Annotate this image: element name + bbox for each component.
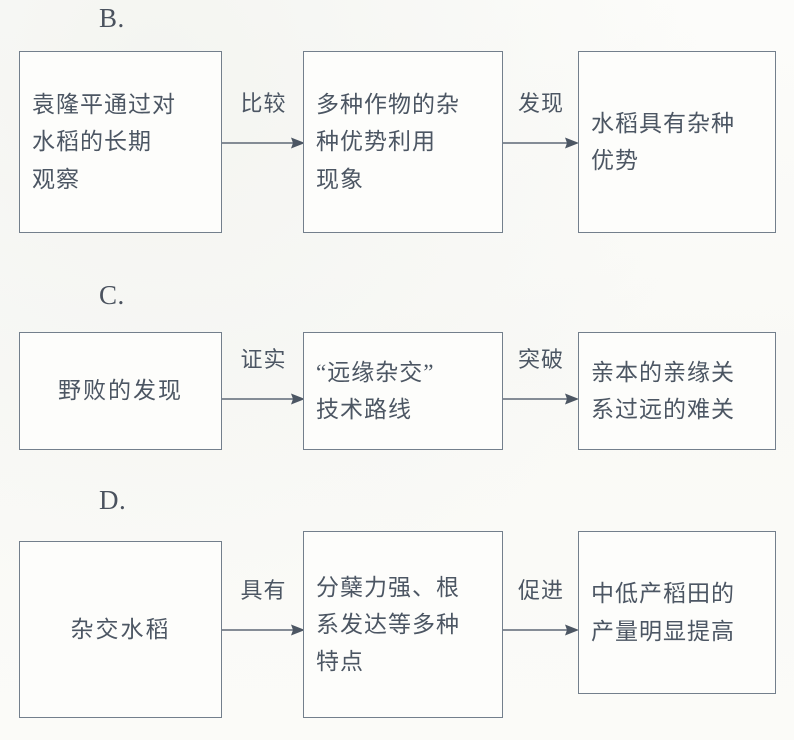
arrow-d2-label: 促进: [517, 578, 565, 603]
box-b3-text: 水稻具有杂种 优势: [591, 110, 735, 173]
box-b1: 袁隆平通过对 水稻的长期 观察: [19, 51, 222, 233]
section-label-c: C.: [99, 280, 125, 310]
box-c1-text: 野败的发现: [58, 378, 183, 404]
arrow-d2-glyph: [503, 624, 579, 636]
box-b3: 水稻具有杂种 优势: [578, 51, 776, 233]
box-b2-text: 多种作物的杂 种优势利用 现象: [316, 92, 460, 192]
box-c2: “远缘杂交” 技术路线: [303, 332, 503, 450]
box-c1: 野败的发现: [19, 332, 222, 450]
box-b2: 多种作物的杂 种优势利用 现象: [303, 51, 503, 233]
arrow-c2-glyph: [503, 393, 579, 405]
box-d3: 中低产稻田的 产量明显提高: [578, 531, 776, 694]
section-b: B. 袁隆平通过对 水稻的长期 观察 比较 多种作物的杂 种优势利用 现象 发现…: [0, 0, 794, 250]
box-d2: 分蘖力强、根 系发达等多种 特点: [303, 531, 503, 718]
arrow-d1: 具有: [222, 573, 305, 637]
arrow-c1-glyph: [222, 393, 305, 405]
arrow-d1-glyph: [222, 624, 305, 636]
arrow-b2: 发现: [503, 86, 579, 150]
arrow-c2: 突破: [503, 342, 579, 406]
box-d1-text: 杂交水稻: [70, 616, 171, 642]
arrow-c1-label: 证实: [240, 347, 287, 372]
box-c3-text: 亲本的亲缘关 系过远的难关: [591, 359, 735, 422]
box-b1-text: 袁隆平通过对 水稻的长期 观察: [32, 92, 176, 192]
section-c: C. 野败的发现 证实 “远缘杂交” 技术路线 突破 亲本的亲缘关 系过远的难关: [0, 250, 794, 480]
arrow-b1: 比较: [222, 86, 305, 150]
arrow-c1: 证实: [222, 342, 305, 406]
box-c3: 亲本的亲缘关 系过远的难关: [578, 332, 776, 450]
arrow-d2: 促进: [503, 573, 579, 637]
section-label-b: B.: [99, 3, 125, 33]
box-d1: 杂交水稻: [19, 541, 222, 718]
section-label-d: D.: [99, 485, 127, 515]
box-c2-text: “远缘杂交” 技术路线: [316, 359, 435, 422]
arrow-b2-label: 发现: [517, 91, 565, 116]
arrow-d1-label: 具有: [240, 578, 287, 603]
arrow-b1-glyph: [222, 137, 305, 149]
section-d: D. 杂交水稻 具有 分蘖力强、根 系发达等多种 特点 促进 中低产稻田的 产量…: [0, 480, 794, 740]
arrow-b1-label: 比较: [240, 91, 287, 116]
arrow-b2-glyph: [503, 137, 579, 149]
box-d3-text: 中低产稻田的 产量明显提高: [591, 581, 735, 644]
arrow-c2-label: 突破: [517, 347, 565, 372]
box-d2-text: 分蘖力强、根 系发达等多种 特点: [316, 574, 460, 675]
